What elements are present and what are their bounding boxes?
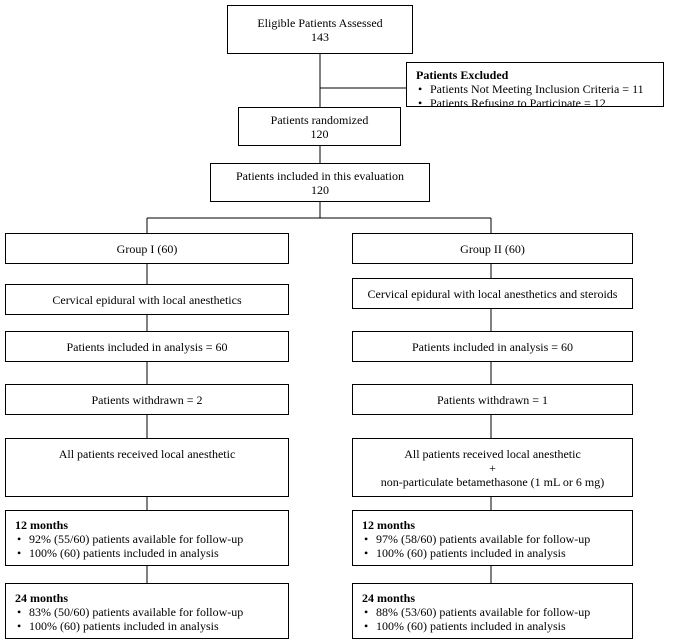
group2-12-months-item: 97% (58/60) patients available for follo… xyxy=(362,532,632,546)
group2-treatment-box: Cervical epidural with local anesthetics… xyxy=(352,278,633,309)
group1-withdrawn-box: Patients withdrawn = 2 xyxy=(5,384,289,415)
group1-12-months-title: 12 months xyxy=(15,518,69,532)
group1-analysis-box: Patients included in analysis = 60 xyxy=(5,331,289,362)
group1-24-months-list: 83% (50/60) patients available for follo… xyxy=(15,605,288,633)
group2-24-months-item: 88% (53/60) patients available for follo… xyxy=(362,605,632,619)
group2-12-months-box: 12 months 97% (58/60) patients available… xyxy=(352,510,633,566)
group1-12-months-item: 100% (60) patients included in analysis xyxy=(15,546,288,560)
group1-received-box: All patients received local anesthetic xyxy=(5,438,289,497)
included-eval-label: Patients included in this evaluation xyxy=(236,168,404,183)
group2-24-months-list: 88% (53/60) patients available for follo… xyxy=(362,605,632,633)
group1-received-line1: All patients received local anesthetic xyxy=(58,447,236,461)
group1-treatment-box: Cervical epidural with local anesthetics xyxy=(5,284,289,315)
group1-24-months-box: 24 months 83% (50/60) patients available… xyxy=(5,583,289,639)
group2-12-months-list: 97% (58/60) patients available for follo… xyxy=(362,532,632,560)
group1-12-months-box: 12 months 92% (55/60) patients available… xyxy=(5,510,289,566)
group1-box: Group I (60) xyxy=(5,233,289,264)
group2-withdrawn: Patients withdrawn = 1 xyxy=(436,392,549,407)
group2-12-months-item: 100% (60) patients included in analysis xyxy=(362,546,632,560)
excluded-title: Patients Excluded xyxy=(416,68,509,82)
group2-received-line1: All patients received local anesthetic xyxy=(404,446,581,461)
eligible-label: Eligible Patients Assessed xyxy=(257,15,383,30)
group1-analysis: Patients included in analysis = 60 xyxy=(66,339,228,354)
eligible-count: 143 xyxy=(311,29,329,44)
group2-12-months-title: 12 months xyxy=(362,518,416,532)
group2-withdrawn-box: Patients withdrawn = 1 xyxy=(352,384,633,415)
excluded-item: Patients Refusing to Participate = 12 xyxy=(416,96,663,106)
randomized-box: Patients randomized 120 xyxy=(238,107,401,146)
randomized-label: Patients randomized xyxy=(270,112,369,127)
group2-24-months-title: 24 months xyxy=(362,591,416,605)
group2-received-line2: non-particulate betamethasone (1 mL or 6… xyxy=(380,474,605,489)
group2-24-months-item: 100% (60) patients included in analysis xyxy=(362,619,632,633)
group1-24-months-item: 83% (50/60) patients available for follo… xyxy=(15,605,288,619)
group1-treatment: Cervical epidural with local anesthetics xyxy=(52,292,242,307)
group1-24-months-item: 100% (60) patients included in analysis xyxy=(15,619,288,633)
group2-received-box: All patients received local anesthetic +… xyxy=(352,438,633,497)
group2-received-plus: + xyxy=(489,460,496,475)
group2-treatment: Cervical epidural with local anesthetics… xyxy=(367,286,618,301)
group1-12-months-item: 92% (55/60) patients available for follo… xyxy=(15,532,288,546)
group2-analysis-box: Patients included in analysis = 60 xyxy=(352,331,633,362)
group2-24-months-box: 24 months 88% (53/60) patients available… xyxy=(352,583,633,639)
eligible-patients-box: Eligible Patients Assessed 143 xyxy=(227,5,413,54)
group2-box: Group II (60) xyxy=(352,233,633,264)
group1-24-months-title: 24 months xyxy=(15,591,69,605)
excluded-item: Patients Not Meeting Inclusion Criteria … xyxy=(416,82,663,96)
group1-name: Group I (60) xyxy=(116,241,178,256)
group2-name: Group II (60) xyxy=(460,241,525,256)
included-evaluation-box: Patients included in this evaluation 120 xyxy=(210,163,430,202)
group1-12-months-list: 92% (55/60) patients available for follo… xyxy=(15,532,288,560)
patients-excluded-box: Patients Excluded Patients Not Meeting I… xyxy=(406,62,664,107)
included-eval-count: 120 xyxy=(311,182,329,197)
group2-analysis: Patients included in analysis = 60 xyxy=(411,339,574,354)
excluded-list: Patients Not Meeting Inclusion Criteria … xyxy=(416,82,663,106)
randomized-count: 120 xyxy=(310,126,329,141)
group1-withdrawn: Patients withdrawn = 2 xyxy=(91,392,203,407)
